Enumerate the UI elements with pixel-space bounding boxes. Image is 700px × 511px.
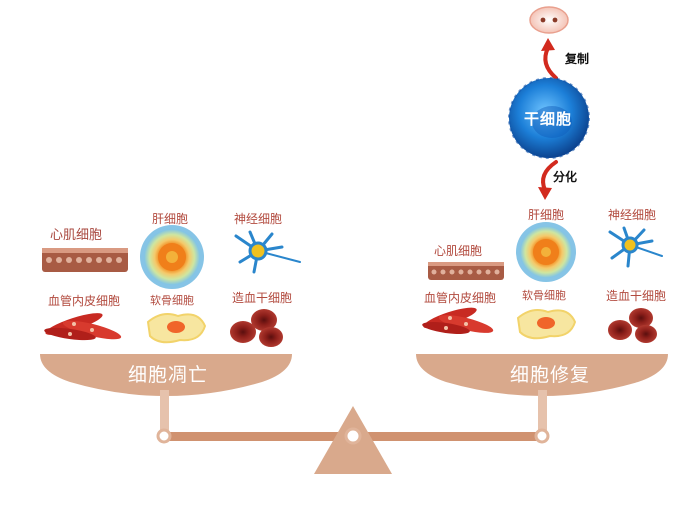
stem-cell xyxy=(508,77,590,159)
right-hematopoietic-label: 造血干细胞 xyxy=(606,289,667,303)
cardiomyocyte-image-right xyxy=(428,262,504,280)
differentiate-label: 分化 xyxy=(553,170,578,184)
right-pan-label: 细胞修复 xyxy=(510,364,591,386)
left-chondrocyte-label: 软骨细胞 xyxy=(150,294,194,307)
right-hepatocyte-label: 肝细胞 xyxy=(528,208,565,222)
right-cardiomyocyte-label: 心肌细胞 xyxy=(434,244,483,258)
differentiate-arrow xyxy=(538,160,558,200)
left-hepatocyte-label: 肝细胞 xyxy=(152,212,189,226)
left-pan-label: 细胞凋亡 xyxy=(128,364,209,386)
right-endothelial-label: 血管内皮细胞 xyxy=(424,291,497,305)
endothelial-image-left xyxy=(44,313,122,341)
rbc-image-right xyxy=(608,308,657,343)
replicate-label: 复制 xyxy=(565,52,590,66)
right-neuron-label: 神经细胞 xyxy=(608,208,657,222)
left-pan xyxy=(40,354,292,396)
hepatocyte-image-right xyxy=(516,222,576,282)
chondrocyte-image-left xyxy=(146,313,207,344)
endothelial-image-right xyxy=(422,307,494,334)
stem-cell-label: 干细胞 xyxy=(524,110,573,128)
left-hematopoietic-label: 造血干细胞 xyxy=(232,291,293,305)
scale xyxy=(40,354,668,474)
right-pan xyxy=(416,354,668,396)
rbc-image-left xyxy=(230,309,283,347)
daughter-cells xyxy=(529,6,569,34)
replicate-arrow xyxy=(541,38,558,80)
cardiomyocyte-image-left xyxy=(42,248,128,272)
right-chondrocyte-label: 软骨细胞 xyxy=(522,289,566,302)
hepatocyte-image-left xyxy=(140,225,204,289)
chondrocyte-image-right xyxy=(516,309,577,340)
left-endothelial-label: 血管内皮细胞 xyxy=(48,294,121,308)
left-neuron-label: 神经细胞 xyxy=(234,212,283,226)
neuron-image-left xyxy=(234,230,301,274)
neuron-image-right xyxy=(608,226,663,268)
left-cardiomyocyte-label: 心肌细胞 xyxy=(50,228,103,243)
